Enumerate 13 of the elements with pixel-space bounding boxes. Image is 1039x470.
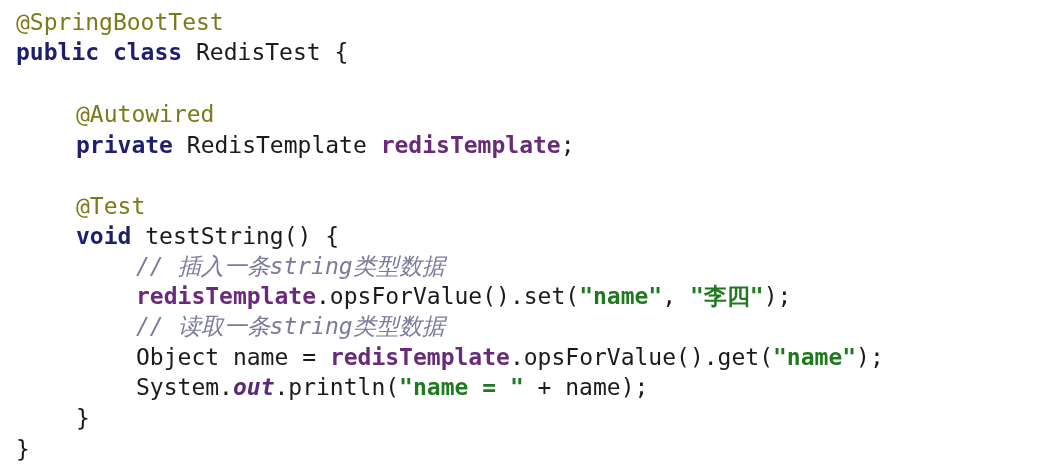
code-line: } — [16, 435, 30, 463]
annotation-code-line: @Test — [76, 192, 146, 220]
code-line: void testString() { — [76, 222, 340, 250]
annotation-code-line: @Autowired — [76, 100, 215, 128]
annotation-code-line: @SpringBootTest — [16, 8, 224, 36]
code-line: System.out.println("name = " + name); — [136, 373, 649, 401]
comment-code-line: // 插入一条string类型数据 — [136, 252, 445, 280]
code-line: private RedisTemplate redisTemplate; — [76, 131, 575, 159]
code-line: redisTemplate.opsForValue().set("name", "李四"); — [136, 282, 792, 310]
code-line: Object name = redisTemplate.opsForValue().get("name"); — [136, 343, 884, 371]
code-line: public class RedisTest { — [16, 38, 349, 66]
comment-code-line: // 读取一条string类型数据 — [136, 312, 445, 340]
code-line: } — [76, 404, 90, 432]
